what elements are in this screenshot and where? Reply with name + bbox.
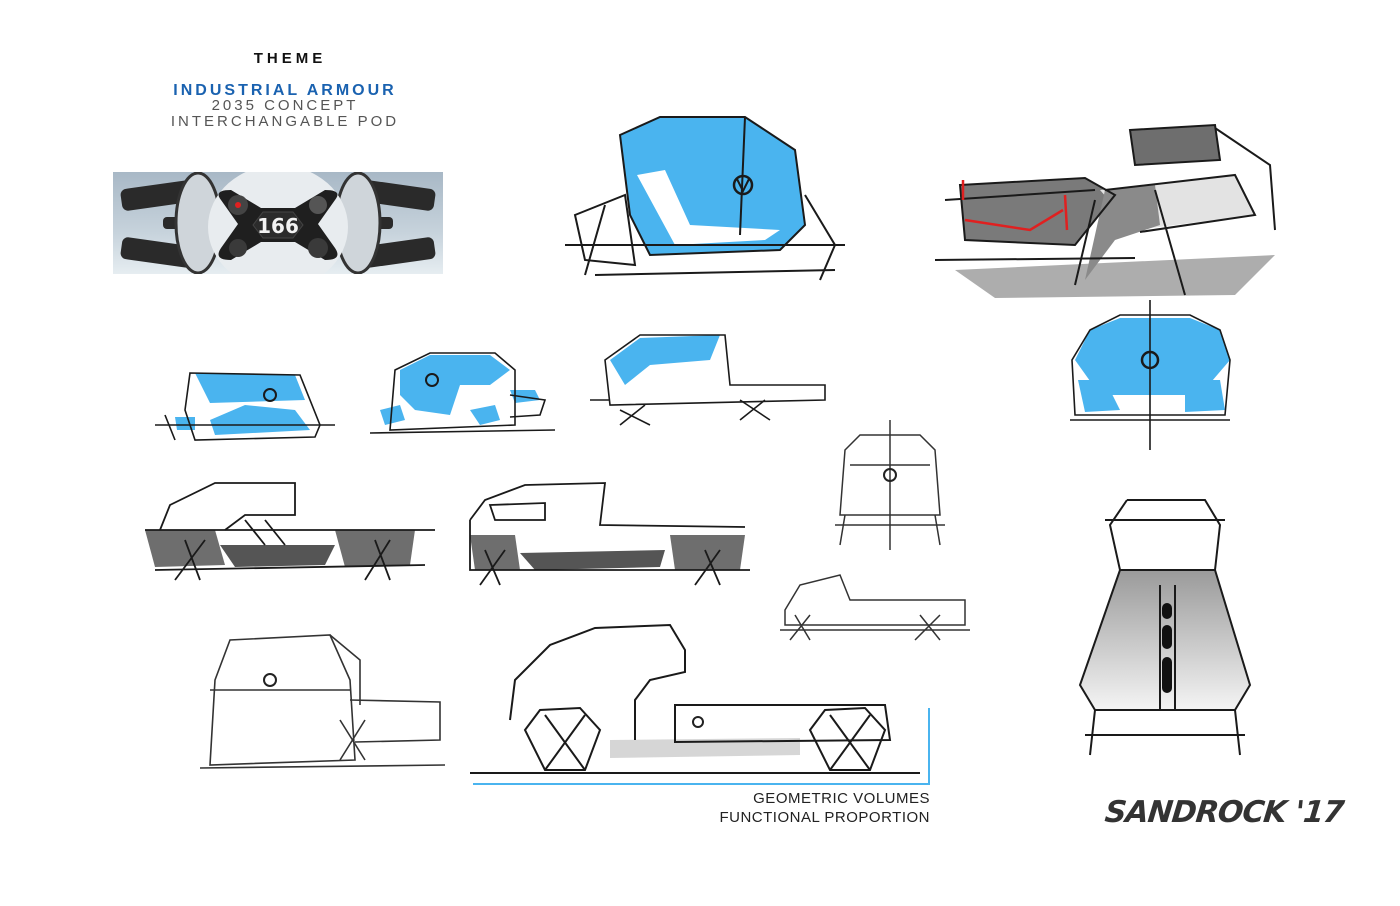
svg-text:166: 166 [257, 214, 299, 238]
reference-robot-image: 166 [113, 172, 443, 274]
artist-signature: SANDROCK '17 [1103, 795, 1345, 830]
sketch-front-blue-small-1 [155, 355, 335, 441]
sketch-side-truck-grey-1 [145, 475, 445, 585]
concept-subtitle: 2035 CONCEPT [211, 97, 359, 114]
sketch-van-front-outline [199, 630, 450, 780]
sketch-front-blue-small-2 [369, 345, 560, 440]
pod-subtitle: INTERCHANGABLE POD [170, 113, 400, 130]
theme-heading: THEME [253, 50, 327, 67]
sketch-front-outline-small [825, 420, 955, 550]
sketch-top-view-grey [1065, 485, 1265, 775]
sketch-front-quarter-blue-large [565, 95, 855, 295]
sketch-side-quarter-blue [590, 330, 830, 426]
sketch-rear-pickup-grey [934, 120, 1295, 300]
caption-functional-proportion: FUNCTIONAL PROPORTION [719, 809, 930, 826]
sketch-side-outline-small [780, 570, 970, 645]
caption-geometric-volumes: GEOMETRIC VOLUMES [753, 790, 930, 807]
sketch-side-profile-large [470, 620, 950, 790]
sketch-side-truck-grey-2 [465, 475, 755, 586]
theme-name: INDUSTRIAL ARMOUR [173, 82, 397, 99]
sketch-front-blue-right [1060, 300, 1240, 450]
